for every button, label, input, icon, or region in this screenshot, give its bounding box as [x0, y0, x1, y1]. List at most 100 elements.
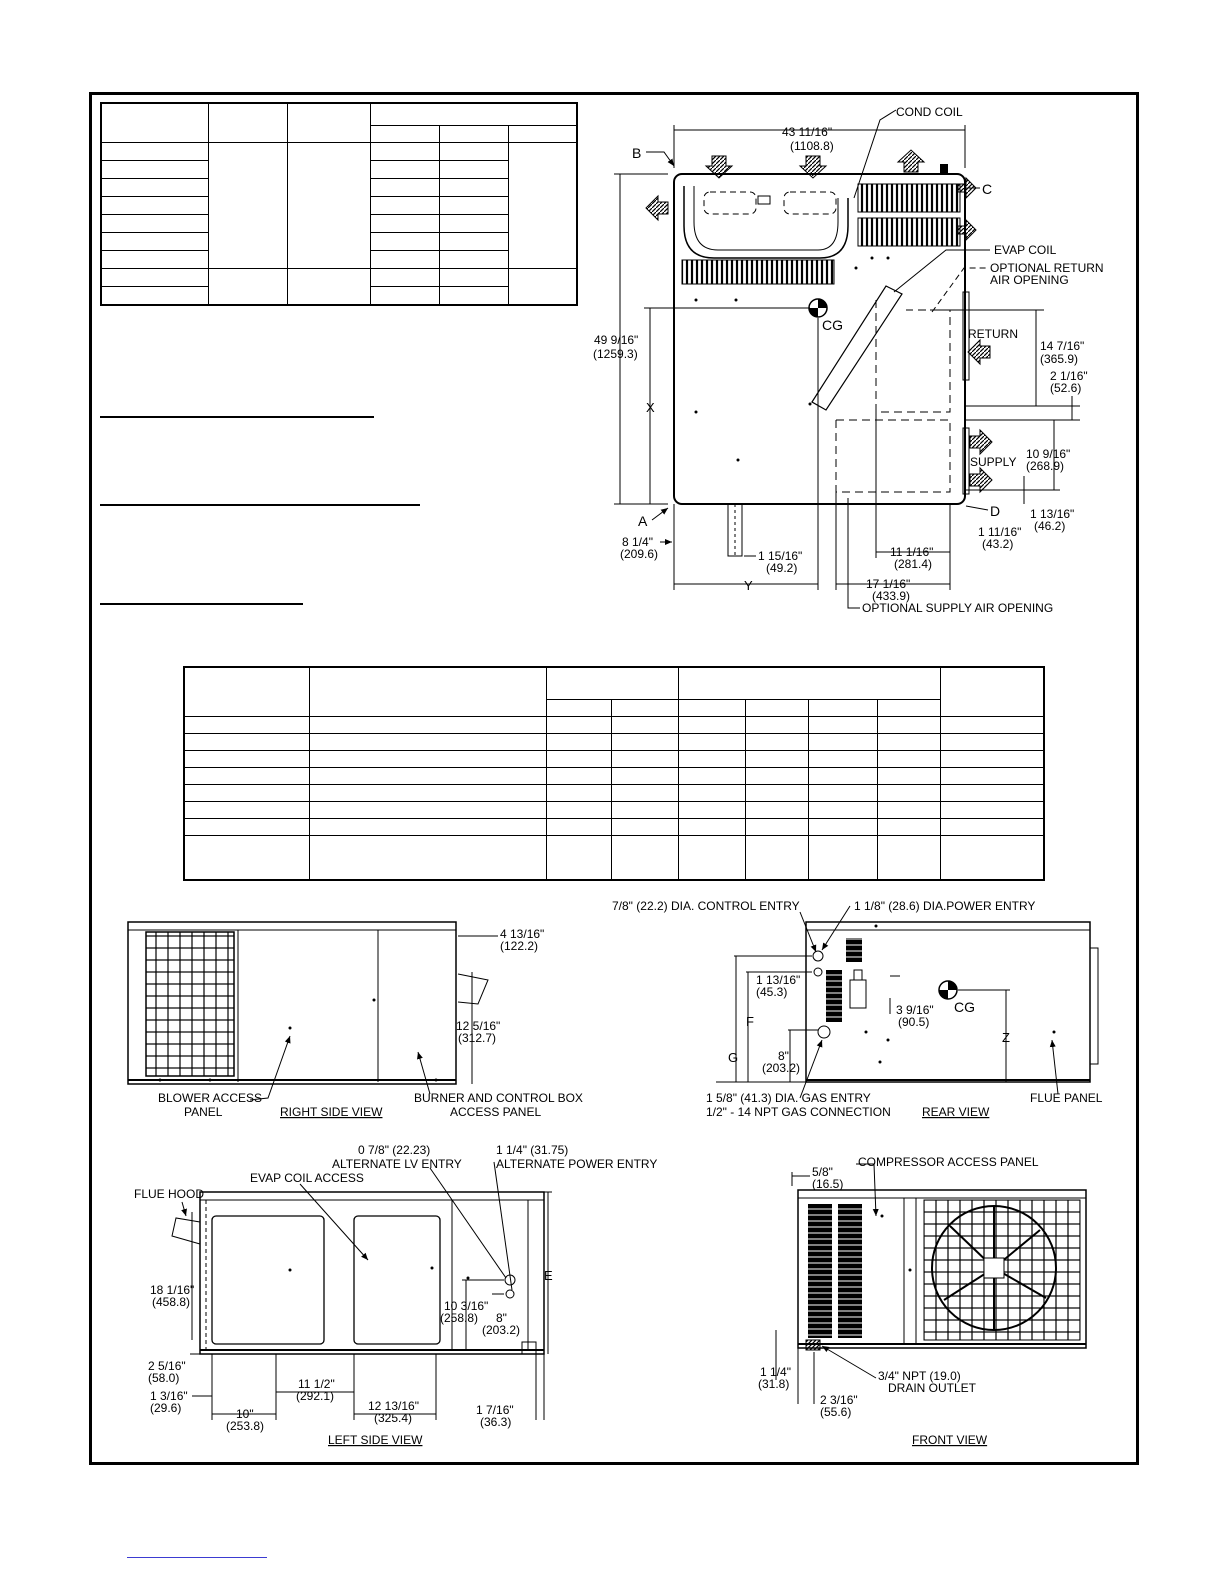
rear-cg-symbol	[938, 980, 958, 1000]
svg-text:(46.2): (46.2)	[1034, 519, 1065, 533]
airflow-arrow	[704, 155, 734, 179]
page-border	[89, 92, 1139, 1465]
svg-text:(31.8): (31.8)	[758, 1377, 789, 1391]
svg-text:3/4" NPT (19.0): 3/4" NPT (19.0)	[878, 1369, 961, 1383]
svg-text:(16.5): (16.5)	[812, 1177, 843, 1191]
svg-text:ALTERNATE LV ENTRY: ALTERNATE LV ENTRY	[332, 1157, 462, 1171]
compressor-outline	[703, 191, 757, 215]
control-entry-label: 7/8" (22.2) DIA. CONTROL ENTRY	[612, 899, 800, 913]
flue-hood	[457, 973, 489, 1005]
right-side-view-title: RIGHT SIDE VIEW	[280, 1105, 383, 1119]
rear-view-title: REAR VIEW	[922, 1105, 990, 1119]
svg-text:D: D	[990, 503, 1000, 519]
svg-text:1 13/16": 1 13/16"	[756, 973, 800, 987]
evap-coil-label: EVAP COIL	[994, 243, 1057, 257]
svg-text:(209.6): (209.6)	[620, 547, 658, 561]
right-side-view: 4 13/16" (122.2) 12 5/16" (312.7) BLOWER…	[127, 921, 583, 1119]
svg-text:(1259.3): (1259.3)	[593, 347, 638, 361]
opening-outlines	[835, 300, 951, 493]
compressor-panel-label: COMPRESSOR ACCESS PANEL	[858, 1155, 1039, 1169]
cond-coil-grille	[857, 183, 961, 213]
svg-text:(281.4): (281.4)	[894, 557, 932, 571]
svg-text:1/2" - 14 NPT GAS CONNECTION: 1/2" - 14 NPT GAS CONNECTION	[706, 1105, 891, 1119]
svg-text:1 11/16": 1 11/16"	[978, 525, 1021, 539]
svg-text:Y: Y	[744, 578, 753, 593]
svg-text:1 1/4" (31.75): 1 1/4" (31.75)	[496, 1143, 568, 1157]
svg-text:1 13/16": 1 13/16"	[1030, 507, 1074, 521]
opt-supply-label: OPTIONAL SUPPLY AIR OPENING	[862, 601, 1053, 615]
svg-text:8": 8"	[496, 1311, 507, 1325]
svg-text:11 1/16": 11 1/16"	[890, 545, 933, 559]
drain-outlet	[805, 1339, 821, 1351]
svg-text:G: G	[728, 1050, 738, 1065]
control-entry	[812, 950, 824, 962]
top-view-outline	[673, 173, 966, 505]
svg-text:E: E	[544, 1268, 553, 1283]
svg-text:5/8": 5/8"	[812, 1165, 833, 1179]
svg-text:8 1/4": 8 1/4"	[622, 535, 653, 549]
condenser-grille	[145, 931, 235, 1077]
svg-text:(365.9): (365.9)	[1040, 352, 1078, 366]
svg-text:10": 10"	[236, 1407, 254, 1421]
svg-text:8": 8"	[778, 1049, 789, 1063]
svg-text:(122.2): (122.2)	[500, 939, 538, 953]
cond-coil-label: COND COIL	[896, 105, 963, 119]
width-dim: 43 11/16"	[782, 125, 832, 139]
left-flue-hood	[171, 1217, 201, 1245]
svg-text:(49.2): (49.2)	[766, 561, 797, 575]
svg-text:1 5/8" (41.3) DIA. GAS ENTRY: 1 5/8" (41.3) DIA. GAS ENTRY	[706, 1091, 871, 1105]
svg-text:14 7/16": 14 7/16"	[1040, 339, 1084, 353]
svg-text:(268.9): (268.9)	[1026, 459, 1064, 473]
gas-entry	[817, 1025, 831, 1039]
svg-text:BURNER AND CONTROL BOX: BURNER AND CONTROL BOX	[414, 1091, 583, 1105]
svg-text:(36.3): (36.3)	[480, 1415, 511, 1429]
heading-rule-3	[100, 603, 303, 605]
svg-text:F: F	[746, 1014, 754, 1029]
svg-text:(433.9): (433.9)	[872, 589, 910, 603]
dimensions-table	[183, 666, 1045, 881]
left-side-view: E 18 1/16" (458.8) 10 3/16" (258.8) 8" (…	[134, 1143, 657, 1447]
svg-text:(458.8): (458.8)	[152, 1295, 190, 1309]
svg-text:(52.6): (52.6)	[1050, 381, 1081, 395]
svg-text:(325.4): (325.4)	[374, 1411, 412, 1425]
svg-text:(253.8): (253.8)	[226, 1419, 264, 1433]
svg-text:1 1/4": 1 1/4"	[760, 1365, 791, 1379]
front-view: 5/8" (16.5) 1 1/4" (31.8) 2 3/16" (55.6)…	[758, 1155, 1087, 1447]
left-side-view-title: LEFT SIDE VIEW	[328, 1433, 423, 1447]
svg-text:(90.5): (90.5)	[898, 1015, 929, 1029]
evap-coil-access-label: EVAP COIL ACCESS	[250, 1171, 364, 1185]
svg-text:1 15/16": 1 15/16"	[758, 549, 802, 563]
cg-symbol	[808, 298, 828, 318]
rear-view: CG Z G F 1 13/16" (45.3) 8" (203.2) 3 9/…	[612, 899, 1103, 1119]
return-label: RETURN	[968, 327, 1018, 341]
evap-coil	[811, 285, 903, 411]
svg-text:2 3/16": 2 3/16"	[820, 1393, 858, 1407]
front-louver	[808, 1204, 832, 1338]
svg-text:11 1/2": 11 1/2"	[298, 1377, 335, 1391]
svg-text:X: X	[646, 400, 655, 415]
svg-text:(292.1): (292.1)	[296, 1389, 334, 1403]
svg-text:10 9/16": 10 9/16"	[1026, 447, 1070, 461]
svg-text:(58.0): (58.0)	[148, 1371, 179, 1385]
height-dim: 49 9/16"	[594, 333, 638, 347]
footer-link-rule	[127, 1557, 267, 1558]
svg-text:(43.2): (43.2)	[982, 537, 1013, 551]
svg-text:1 3/16": 1 3/16"	[150, 1389, 188, 1403]
svg-text:(203.2): (203.2)	[482, 1323, 520, 1337]
svg-text:2 1/16": 2 1/16"	[1050, 369, 1088, 383]
svg-text:(29.6): (29.6)	[150, 1401, 181, 1415]
svg-text:DRAIN OUTLET: DRAIN OUTLET	[888, 1381, 977, 1395]
top-view: CG 43 11/16" (1108.8) 49 9/16" (1259.3) …	[593, 105, 1104, 615]
svg-text:ALTERNATE POWER ENTRY: ALTERNATE POWER ENTRY	[496, 1157, 657, 1171]
supply-label: SUPPLY	[970, 455, 1016, 469]
svg-text:(45.3): (45.3)	[756, 985, 787, 999]
front-view-title: FRONT VIEW	[912, 1433, 988, 1447]
svg-text:2 5/16": 2 5/16"	[148, 1359, 186, 1373]
flue-panel-label: FLUE PANEL	[1030, 1091, 1103, 1105]
flue-hood-label: FLUE HOOD	[134, 1187, 204, 1201]
svg-text:4 13/16": 4 13/16"	[500, 927, 544, 941]
compressor-partition	[683, 186, 849, 259]
rear-louver	[846, 938, 862, 962]
svg-text:12 13/16": 12 13/16"	[368, 1399, 419, 1413]
